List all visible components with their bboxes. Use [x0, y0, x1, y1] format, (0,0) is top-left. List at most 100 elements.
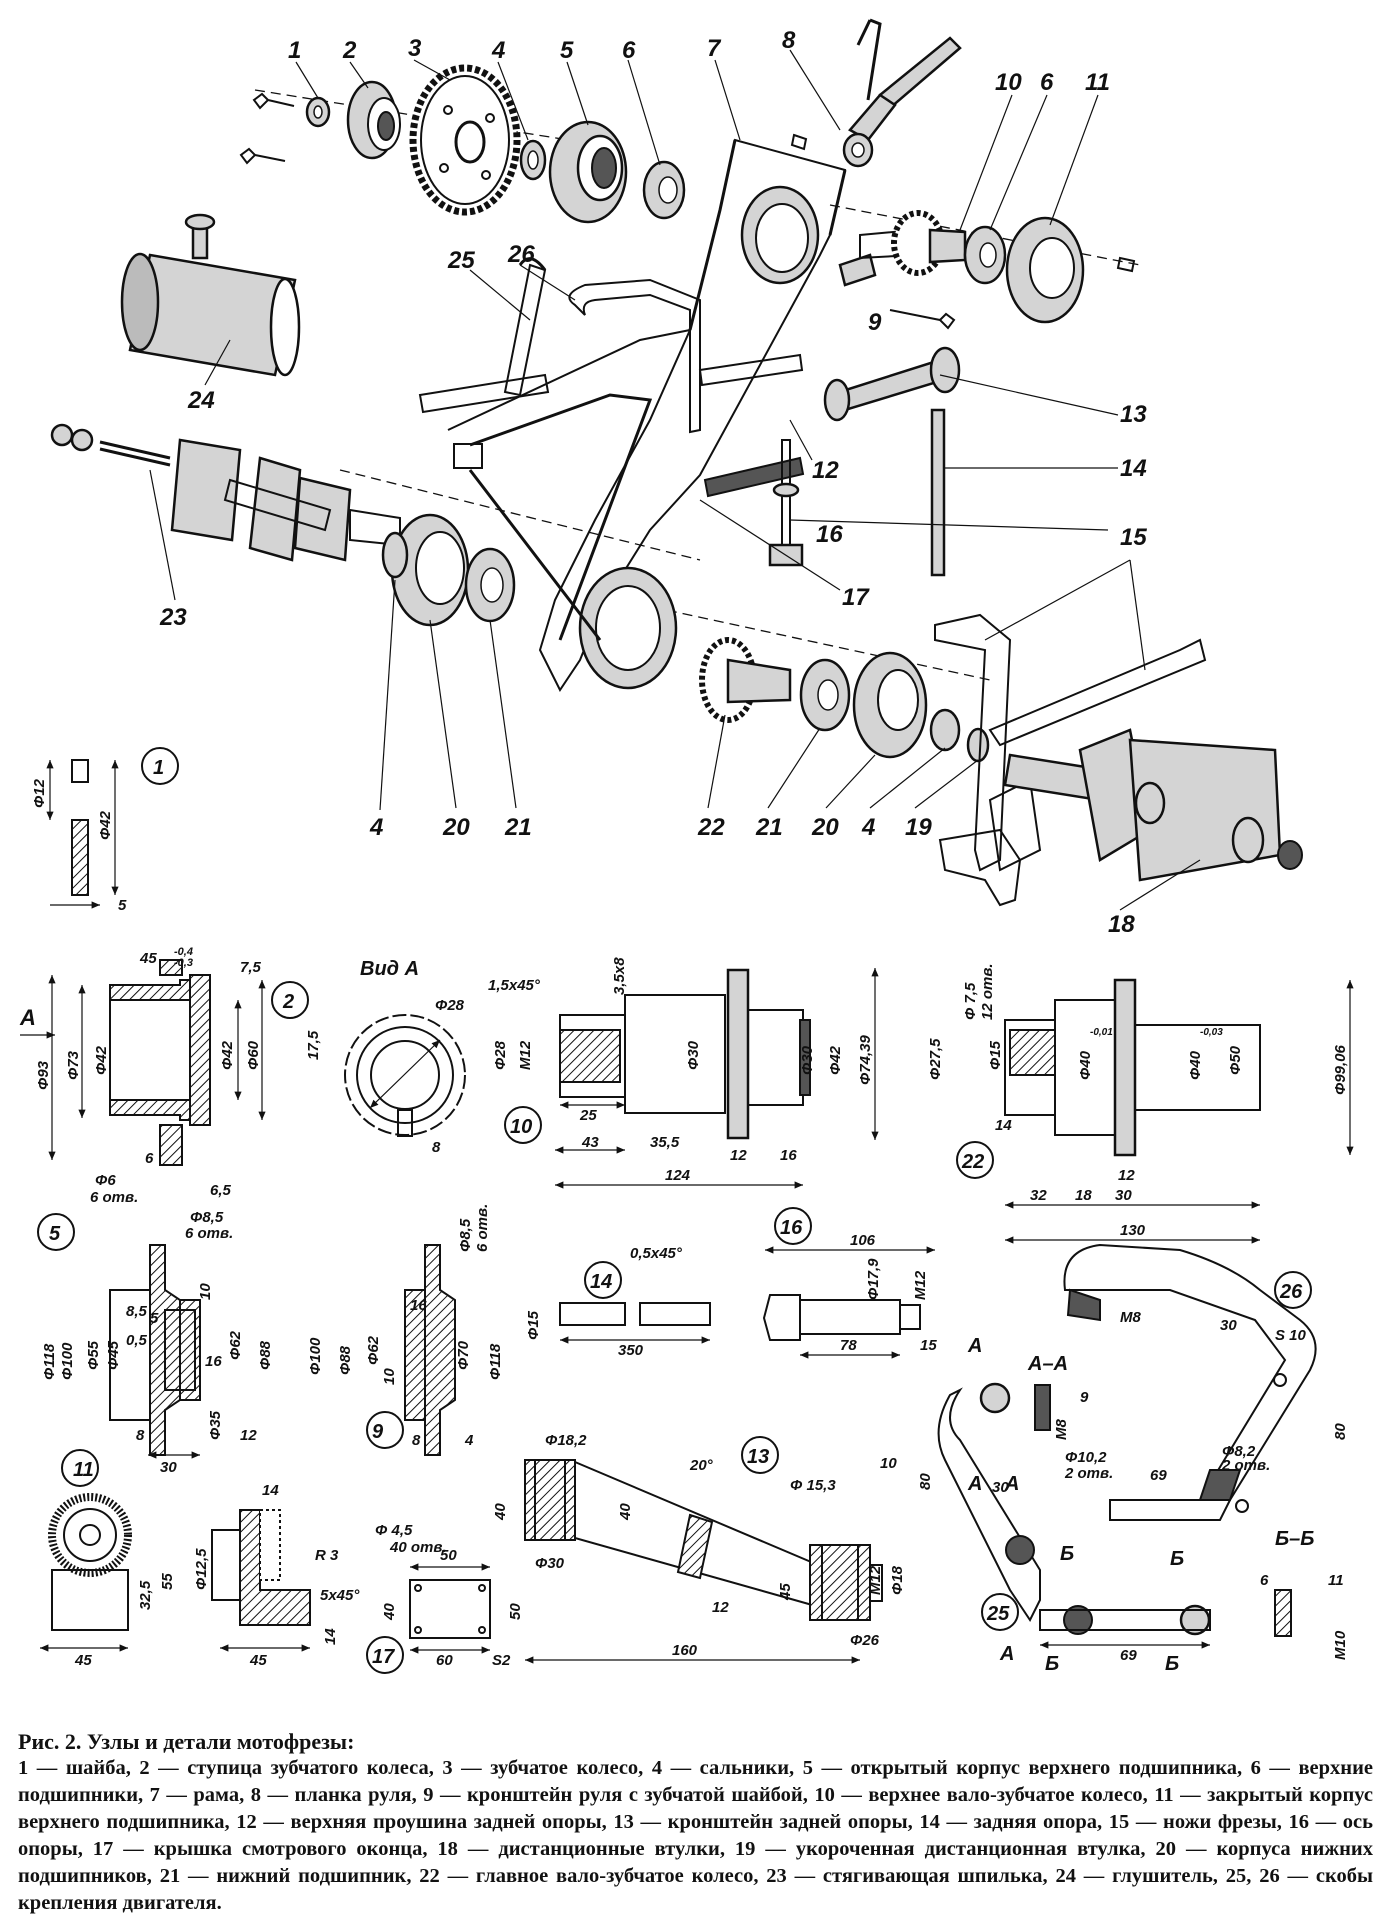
detail-13-rear-support-bracket: Φ18,2 20° Φ 15,3 10 40 40 45 M12 Φ18 Φ30… — [492, 1432, 906, 1664]
svg-text:0,5x45°: 0,5x45° — [630, 1245, 683, 1262]
svg-text:Φ30: Φ30 — [685, 1040, 702, 1070]
detail-9-handle-bracket: 32,5 55 45 11 14 R 3 Φ12,5 5x45° 45 14 — [40, 1449, 360, 1669]
svg-text:14: 14 — [995, 1117, 1012, 1134]
detail-14-rear-support: Φ15 0,5x45° 350 14 — [525, 1245, 711, 1359]
callout-20b: 20 — [811, 814, 839, 841]
svg-text:12: 12 — [1118, 1167, 1135, 1184]
callout-11: 11 — [1085, 69, 1110, 96]
svg-text:M8: M8 — [1120, 1309, 1141, 1326]
svg-text:6,5: 6,5 — [210, 1182, 232, 1199]
svg-text:16: 16 — [410, 1297, 427, 1314]
view-a: Вид А Φ28 17,5 8 — [305, 958, 466, 1156]
parts-drawing: 1 2 3 4 5 6 7 8 10 6 11 9 25 26 24 12 13… — [19, 18, 1354, 1675]
svg-text:45: 45 — [249, 1652, 267, 1669]
washer-part — [239, 92, 331, 165]
svg-text:8: 8 — [136, 1427, 145, 1444]
svg-text:6: 6 — [145, 1150, 154, 1167]
svg-text:Φ8,2: Φ8,2 — [1222, 1443, 1256, 1460]
svg-text:69: 69 — [1120, 1647, 1137, 1664]
svg-text:9: 9 — [1080, 1389, 1089, 1406]
svg-text:160: 160 — [672, 1642, 698, 1659]
svg-text:Φ15: Φ15 — [987, 1040, 1004, 1070]
svg-text:11: 11 — [1328, 1572, 1344, 1589]
svg-text:Φ42: Φ42 — [219, 1040, 236, 1070]
svg-text:Φ30: Φ30 — [535, 1555, 565, 1572]
callout-3: 3 — [408, 35, 422, 62]
svg-text:Φ27,5: Φ27,5 — [927, 1038, 944, 1080]
svg-text:15: 15 — [920, 1337, 937, 1354]
section-a-a: А–А — [1027, 1353, 1068, 1375]
callout-8: 8 — [782, 27, 796, 54]
svg-text:А: А — [967, 1335, 982, 1357]
svg-text:Φ45: Φ45 — [105, 1340, 122, 1370]
svg-text:Φ70: Φ70 — [455, 1340, 472, 1370]
detail-26-25-engine-brackets: 30 S 10 M8 9 M8 80 80 Φ8,2 2 отв. Φ10,2 … — [917, 1243, 1349, 1675]
svg-text:Φ26: Φ26 — [850, 1632, 880, 1649]
left-flange-assembly — [170, 438, 401, 562]
svg-text:32: 32 — [1030, 1187, 1047, 1204]
svg-text:8,5: 8,5 — [126, 1303, 148, 1320]
svg-text:А: А — [999, 1643, 1014, 1665]
callout-4b: 4 — [369, 814, 383, 841]
callouts: 1 2 3 4 5 6 7 8 10 6 11 9 25 26 24 12 13… — [149, 27, 1201, 938]
section-b-b: Б–Б — [1275, 1528, 1314, 1550]
svg-text:Φ28: Φ28 — [492, 1040, 509, 1070]
exploded-assembly — [50, 18, 1303, 907]
svg-text:43: 43 — [581, 1134, 599, 1151]
caption-text: 1 — шайба, 2 — ступица зубчатого колеса,… — [18, 1757, 1373, 1914]
svg-text:Б: Б — [1045, 1653, 1059, 1675]
svg-text:Φ73: Φ73 — [65, 1050, 82, 1080]
svg-text:0,5: 0,5 — [126, 1332, 148, 1349]
detail-11-closed-bearing-housing: Φ8,5 6 отв. Φ100 Φ88 Φ62 16 10 Φ70 Φ118 … — [307, 1204, 504, 1456]
svg-text:Φ12: Φ12 — [31, 778, 48, 808]
svg-text:6 отв.: 6 отв. — [90, 1189, 138, 1206]
svg-text:30: 30 — [1220, 1317, 1237, 1334]
svg-text:12: 12 — [712, 1599, 729, 1616]
svg-text:Φ35: Φ35 — [207, 1410, 224, 1440]
svg-text:-0,01: -0,01 — [1090, 1027, 1113, 1038]
closed-bearing-housing-part — [1005, 216, 1136, 324]
callout-9: 9 — [868, 309, 882, 336]
svg-text:M8: M8 — [1053, 1419, 1070, 1440]
svg-text:Φ42: Φ42 — [827, 1045, 844, 1075]
svg-text:Φ100: Φ100 — [307, 1337, 324, 1375]
svg-text:-0,4: -0,4 — [174, 946, 193, 958]
view-a-title: Вид А — [360, 958, 419, 980]
callout-18: 18 — [1108, 911, 1135, 938]
callout-19: 19 — [905, 814, 932, 841]
svg-text:30: 30 — [1115, 1187, 1132, 1204]
svg-text:Φ8,5: Φ8,5 — [457, 1218, 474, 1252]
svg-text:Б: Б — [1165, 1653, 1179, 1675]
callout-4: 4 — [491, 37, 505, 64]
svg-text:40: 40 — [617, 1503, 634, 1521]
callout-15: 15 — [1120, 524, 1147, 551]
svg-text:Φ100: Φ100 — [59, 1342, 76, 1380]
svg-text:Φ40: Φ40 — [1077, 1050, 1094, 1080]
callout-20: 20 — [442, 814, 470, 841]
svg-text:10: 10 — [197, 1283, 214, 1300]
svg-text:Φ74,39: Φ74,39 — [857, 1034, 874, 1085]
svg-text:20°: 20° — [689, 1457, 714, 1474]
callout-7: 7 — [707, 35, 722, 62]
svg-text:6 отв.: 6 отв. — [185, 1225, 233, 1242]
upper-shaft-gear-part — [859, 210, 967, 276]
svg-text:Б: Б — [1060, 1543, 1074, 1565]
svg-text:Φ12,5: Φ12,5 — [193, 1548, 210, 1590]
figure-caption: Рис. 2. Узлы и детали мотофрезы: 1 — шай… — [18, 1728, 1373, 1917]
svg-text:17,5: 17,5 — [305, 1030, 322, 1060]
detail-label-25: 25 — [986, 1603, 1010, 1625]
svg-text:M12: M12 — [517, 1040, 534, 1070]
callout-6b: 6 — [1040, 69, 1054, 96]
detail-label-22: 22 — [961, 1151, 984, 1173]
svg-text:M10: M10 — [1332, 1630, 1349, 1660]
svg-text:Φ55: Φ55 — [85, 1340, 102, 1370]
svg-text:124: 124 — [665, 1167, 691, 1184]
detail-label-26: 26 — [1279, 1281, 1303, 1303]
svg-text:Φ93: Φ93 — [35, 1060, 52, 1090]
detail-label-2: 2 — [282, 991, 294, 1013]
detail-label-10: 10 — [510, 1116, 532, 1138]
svg-text:Φ10,2: Φ10,2 — [1065, 1449, 1107, 1466]
svg-text:14: 14 — [322, 1628, 339, 1645]
svg-text:Φ40: Φ40 — [1187, 1050, 1204, 1080]
callout-14: 14 — [1120, 455, 1147, 482]
